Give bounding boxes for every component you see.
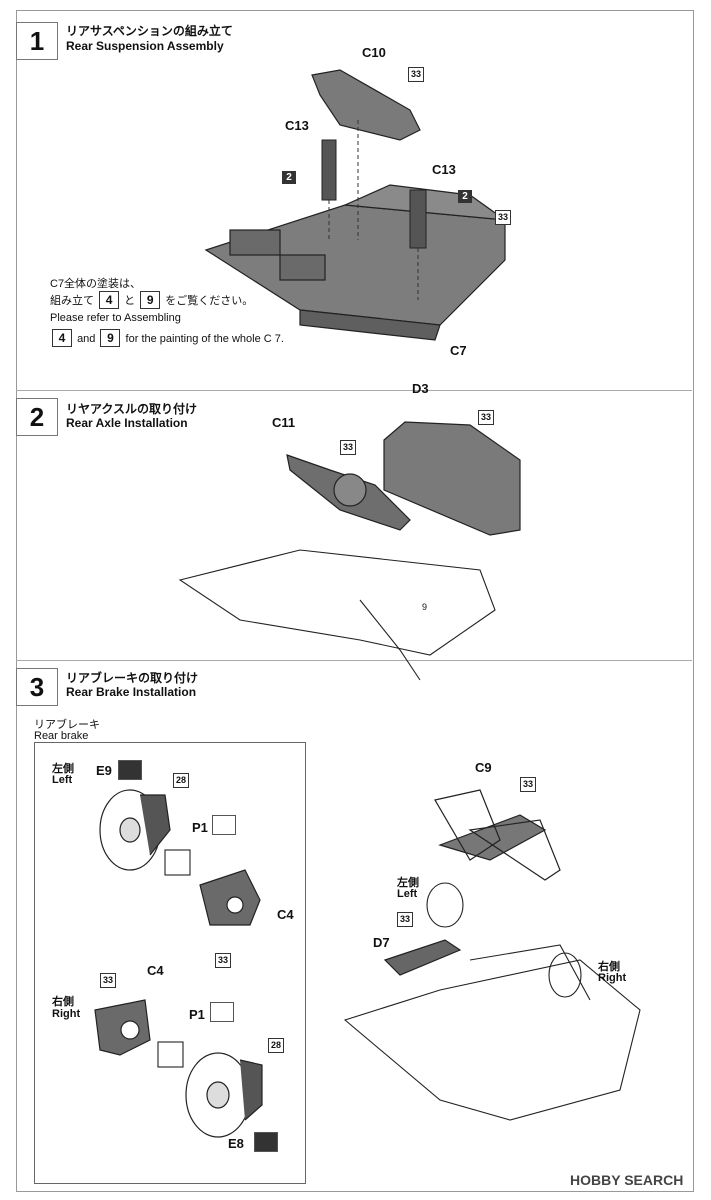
paint-badge-33: 33: [397, 912, 413, 927]
step-ref-9: 9: [100, 329, 121, 347]
paint-badge-28: 28: [268, 1038, 284, 1053]
paint-badge-33: 33: [520, 777, 536, 792]
paint-badge-33: 33: [340, 440, 356, 455]
step-3-title-en: Rear Brake Installation: [66, 685, 197, 699]
paint-badge-33: 33: [215, 953, 231, 968]
c9-arm-drawing: [434, 789, 561, 881]
left-side-jp: 左側: [397, 877, 419, 889]
paint-icon: [254, 1132, 278, 1152]
label-c4: C4: [147, 963, 164, 978]
paint-badge-33: 33: [478, 410, 494, 425]
label-p1: P1: [192, 820, 208, 835]
step-2-title-jp: リヤアクスルの取り付け: [66, 402, 198, 416]
note-jp-text: 組み立て: [50, 295, 94, 307]
c4-caliper-left: [199, 869, 261, 926]
step-ref-9: 9: [140, 291, 161, 309]
note-jp-line1: C7全体の塗装は、: [50, 278, 142, 290]
step-ref-4: 4: [99, 291, 120, 309]
step-ref-4: 4: [52, 329, 72, 347]
paint-badge-33: 33: [100, 973, 116, 988]
p1-spacer-right: [157, 1041, 184, 1068]
label-c11: C11: [272, 415, 296, 430]
paint-icon: [210, 1002, 234, 1022]
right-brake-assembled: [548, 952, 582, 998]
step-3-title-jp: リアブレーキの取り付け: [66, 671, 199, 685]
c7-chassis-drawing: [204, 184, 508, 341]
paint-badge-33: 33: [408, 67, 424, 82]
subsection-title-jp: リアブレーキ: [34, 719, 100, 731]
left-brake-assembled: [426, 882, 464, 928]
paint-badge-28: 28: [173, 773, 189, 788]
step-1-number: 1: [16, 22, 58, 60]
p1-spacer-left: [164, 849, 191, 876]
label-c13: C13: [285, 118, 309, 133]
d7-plate-drawing: [383, 939, 462, 976]
step-2-title-en: Rear Axle Installation: [66, 416, 188, 430]
label-e8: E8: [228, 1136, 244, 1151]
step3-chassis-drawing: [343, 944, 641, 1121]
label-c4: C4: [277, 907, 294, 922]
note-en-text: for the painting of the whole C 7.: [125, 333, 284, 345]
label-e9: E9: [96, 763, 112, 778]
note-en-line2: 4 and 9 for the painting of the whole C …: [50, 329, 284, 347]
left-side-en: Left: [397, 888, 418, 900]
paint-icon: [212, 815, 236, 835]
label-d3: D3: [412, 381, 429, 396]
right-side-en: Right: [598, 972, 627, 984]
paint-badge-2: 2: [458, 190, 472, 203]
paint-badge-2: 2: [282, 171, 296, 184]
left-side-jp: 左側: [52, 763, 74, 775]
c11-axle-drawing: [286, 454, 411, 531]
label-c9: C9: [475, 760, 492, 775]
paint-icon: [118, 760, 142, 780]
step-3-number: 3: [16, 668, 58, 706]
left-side-en: Left: [52, 774, 73, 786]
step-divider-1: [16, 390, 692, 391]
step2-chassis-drawing: [178, 549, 496, 681]
step-1-title-en: Rear Suspension Assembly: [66, 39, 224, 53]
label-d7: D7: [373, 935, 390, 950]
step-2-number: 2: [16, 398, 58, 436]
label-c10: C10: [362, 45, 386, 60]
e9-brake-disc-drawing: [99, 789, 171, 871]
c10-mount-drawing: [311, 69, 421, 141]
step-1-title-jp: リアサスペンションの組み立て: [66, 24, 233, 38]
note-jp-text: と: [124, 295, 136, 307]
c13-spring-left: [321, 139, 337, 201]
e8-brake-disc-drawing: [185, 1052, 263, 1138]
page-frame: [16, 10, 694, 1192]
watermark: HOBBY SEARCH: [570, 1172, 684, 1188]
label-p1: P1: [189, 1007, 205, 1022]
c4-caliper-right: [94, 999, 151, 1056]
note-jp-text: をご覧ください。: [165, 295, 254, 307]
right-side-jp: 右側: [598, 961, 620, 973]
paint-badge-33: 33: [495, 210, 511, 225]
right-side-en: Right: [52, 1008, 81, 1020]
note-en-text: and: [77, 333, 96, 345]
rear-brake-subframe: [34, 742, 306, 1184]
note-jp-line2: 組み立て 4 と 9 をご覧ください。: [50, 291, 253, 309]
d3-part-drawing: [383, 421, 521, 536]
label-c7: C7: [450, 343, 467, 358]
right-side-jp: 右側: [52, 996, 74, 1008]
step-divider-2: [16, 660, 692, 661]
label-c13: C13: [432, 162, 456, 177]
label-9: 9: [422, 602, 428, 612]
note-en-line1: Please refer to Assembling: [50, 312, 181, 324]
subsection-title-en: Rear brake: [34, 730, 89, 742]
c13-spring-right: [409, 189, 427, 249]
